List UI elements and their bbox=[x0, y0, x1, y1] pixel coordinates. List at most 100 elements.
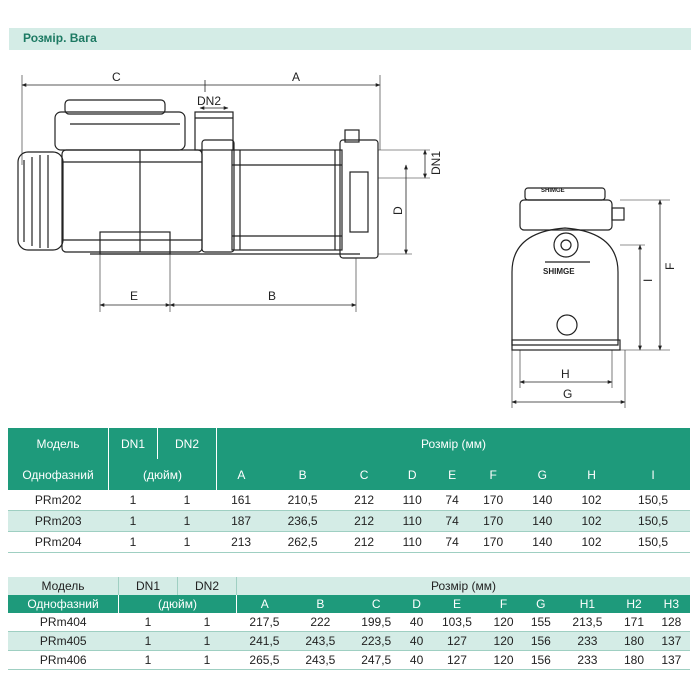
dim-label-a: A bbox=[292, 70, 300, 84]
cell-model: PRm203 bbox=[8, 510, 109, 532]
cell-model: PRm405 bbox=[8, 631, 119, 651]
cell-dn2: 1 bbox=[157, 531, 217, 553]
col-a: A bbox=[236, 595, 293, 613]
header-dn2: DN2 bbox=[157, 428, 217, 459]
col-b: B bbox=[292, 595, 349, 613]
col-a: A bbox=[216, 459, 266, 490]
cell-value: 170 bbox=[468, 510, 518, 532]
cell-value: 212 bbox=[339, 531, 389, 553]
cell-value: 262,5 bbox=[265, 531, 340, 553]
cell-value: 128 bbox=[652, 613, 690, 632]
header-size: Розмір (мм) bbox=[216, 428, 690, 459]
col-d: D bbox=[388, 459, 436, 490]
dim-label-d: D bbox=[391, 206, 405, 215]
cell-dn1: 1 bbox=[118, 631, 178, 651]
cell-value: 150,5 bbox=[616, 490, 690, 511]
cell-value: 110 bbox=[388, 531, 436, 553]
header-model: Модель bbox=[8, 428, 109, 459]
cell-dn2: 1 bbox=[177, 613, 237, 632]
cell-dn1: 1 bbox=[108, 490, 158, 511]
cell-value: 102 bbox=[566, 490, 617, 511]
cell-model: PRm404 bbox=[8, 613, 119, 632]
cell-value: 212 bbox=[339, 490, 389, 511]
cell-model: PRm204 bbox=[8, 531, 109, 553]
cell-value: 222 bbox=[292, 613, 349, 632]
cell-value: 137 bbox=[652, 650, 690, 670]
pump-drawing-svg: C A DN2 DN1 D E B F I H G SHIMGE SHIMGE bbox=[17, 70, 677, 408]
col-f: F bbox=[484, 595, 523, 613]
dim-label-dn2: DN2 bbox=[197, 94, 221, 108]
spec-table-1: Модель DN1 DN2 Розмір (мм) Однофазний (д… bbox=[8, 428, 690, 553]
header-phase: Однофазний bbox=[8, 459, 109, 490]
cell-value: 110 bbox=[388, 510, 436, 532]
col-f: F bbox=[468, 459, 518, 490]
cell-value: 170 bbox=[468, 531, 518, 553]
cell-value: 150,5 bbox=[616, 531, 690, 553]
cell-value: 243,5 bbox=[292, 650, 349, 670]
col-d: D bbox=[404, 595, 430, 613]
cell-value: 187 bbox=[216, 510, 266, 532]
header-inch: (дюйм) bbox=[108, 459, 217, 490]
cell-value: 110 bbox=[388, 490, 436, 511]
header-dn2: DN2 bbox=[177, 577, 237, 595]
cell-dn2: 1 bbox=[157, 490, 217, 511]
cell-value: 103,5 bbox=[429, 613, 485, 632]
cell-value: 40 bbox=[404, 650, 430, 670]
col-h1: H1 bbox=[559, 595, 616, 613]
cell-value: 180 bbox=[615, 631, 653, 651]
table-row: PRm405 1 1 241,5 243,5 223,5 40 127 120 … bbox=[8, 631, 690, 651]
col-g: G bbox=[517, 459, 567, 490]
col-h3: H3 bbox=[652, 595, 690, 613]
cell-value: 171 bbox=[615, 613, 653, 632]
cell-value: 236,5 bbox=[265, 510, 340, 532]
col-i: I bbox=[616, 459, 690, 490]
cell-value: 102 bbox=[566, 510, 617, 532]
col-c: C bbox=[348, 595, 405, 613]
cell-value: 140 bbox=[517, 490, 567, 511]
dim-label-g: G bbox=[563, 387, 572, 401]
cell-value: 213 bbox=[216, 531, 266, 553]
cell-model: PRm406 bbox=[8, 650, 119, 670]
header-size: Розмір (мм) bbox=[431, 579, 496, 593]
cell-value: 155 bbox=[522, 613, 560, 632]
front-view bbox=[511, 187, 670, 408]
cell-value: 156 bbox=[522, 631, 560, 651]
cell-value: 170 bbox=[468, 490, 518, 511]
cell-value: 150,5 bbox=[616, 510, 690, 532]
cell-value: 223,5 bbox=[348, 631, 405, 651]
header-dn1: DN1 bbox=[118, 577, 178, 595]
cell-value: 40 bbox=[404, 631, 430, 651]
col-b: B bbox=[265, 459, 340, 490]
header-phase: Однофазний bbox=[8, 595, 119, 613]
header-inch: (дюйм) bbox=[118, 595, 237, 613]
cell-value: 137 bbox=[652, 631, 690, 651]
table-row: PRm203 1 1 187 236,5 212 110 74 170 140 … bbox=[8, 510, 690, 532]
cell-model: PRm202 bbox=[8, 490, 109, 511]
cell-value: 74 bbox=[435, 490, 469, 511]
cell-dn1: 1 bbox=[108, 531, 158, 553]
cell-value: 120 bbox=[484, 613, 523, 632]
col-g: G bbox=[522, 595, 560, 613]
cell-dn1: 1 bbox=[118, 613, 178, 632]
table-row: PRm406 1 1 265,5 243,5 247,5 40 127 120 … bbox=[8, 650, 690, 670]
cell-value: 161 bbox=[216, 490, 266, 511]
cell-dn1: 1 bbox=[118, 650, 178, 670]
cell-dn1: 1 bbox=[108, 510, 158, 532]
cell-value: 140 bbox=[517, 531, 567, 553]
dim-label-dn1: DN1 bbox=[429, 151, 443, 175]
cell-value: 212 bbox=[339, 510, 389, 532]
cell-value: 120 bbox=[484, 650, 523, 670]
dim-label-f: F bbox=[663, 263, 677, 270]
cell-value: 180 bbox=[615, 650, 653, 670]
cell-dn2: 1 bbox=[177, 631, 237, 651]
cell-value: 210,5 bbox=[265, 490, 340, 511]
cell-value: 199,5 bbox=[348, 613, 405, 632]
cell-value: 233 bbox=[559, 631, 616, 651]
dim-label-b: B bbox=[268, 289, 276, 303]
cell-value: 233 bbox=[559, 650, 616, 670]
section-title: Розмір. Вага bbox=[23, 31, 97, 45]
brand-label-top: SHIMGE bbox=[541, 188, 565, 194]
col-h2: H2 bbox=[615, 595, 653, 613]
col-h: H bbox=[566, 459, 617, 490]
section-header: Розмір. Вага bbox=[9, 28, 691, 50]
